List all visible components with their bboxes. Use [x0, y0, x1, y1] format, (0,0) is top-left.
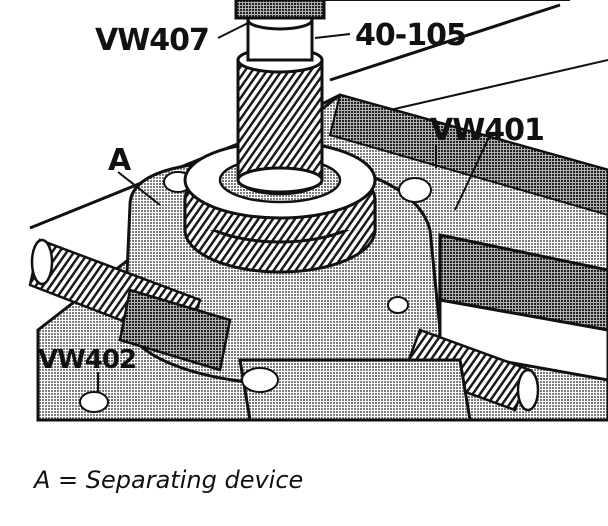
left-threaded-bolt	[28, 238, 232, 372]
label-vw402: VW402	[38, 345, 136, 375]
right-threaded-bolt	[403, 328, 540, 412]
transmission-shaft-separating-diagram: VW407 40-105 VW401 A VW402	[28, 0, 608, 422]
helical-pinion-shaft	[236, 9, 324, 194]
label-40-105: 40-105	[355, 18, 466, 53]
press-tool-vw407	[234, 0, 326, 20]
lower-pedestal	[79, 358, 472, 422]
label-vw401: VW401	[430, 113, 544, 148]
figure-caption: A = Separating device	[34, 466, 304, 494]
label-vw407: VW407	[95, 23, 209, 58]
leader-lines	[97, 21, 491, 392]
label-a: A	[108, 143, 132, 178]
